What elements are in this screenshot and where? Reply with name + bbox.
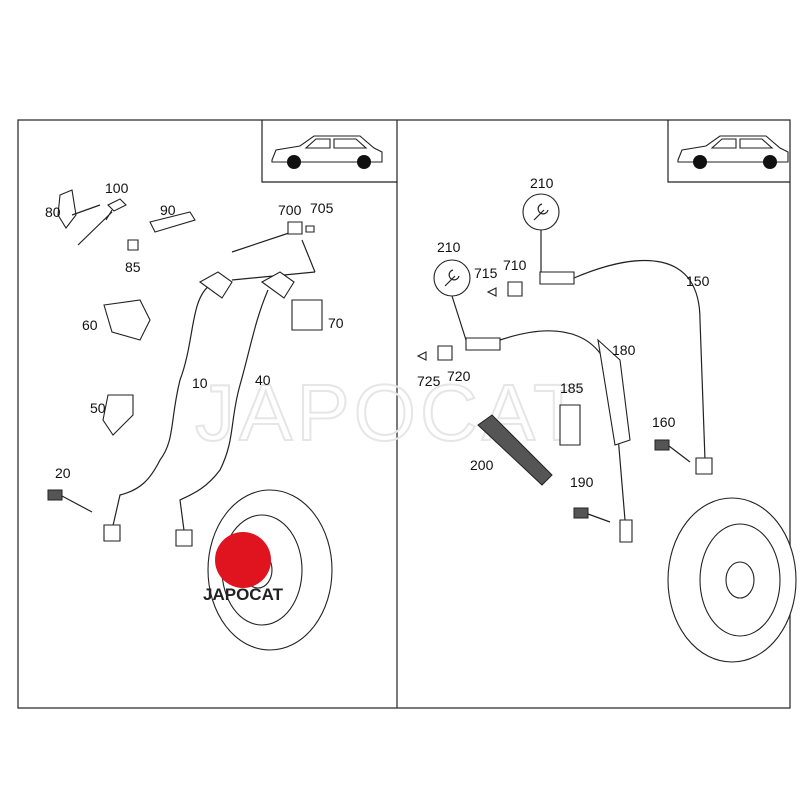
part-label: 160	[652, 414, 676, 430]
part-label: 40	[255, 372, 271, 388]
left-car-inset	[261, 120, 397, 183]
part-label: 80	[45, 204, 61, 220]
part-label: 90	[160, 202, 176, 218]
part-label: 700	[278, 202, 302, 218]
part-label: 210	[437, 239, 461, 255]
right-parts	[416, 193, 797, 663]
part-label: 85	[125, 259, 141, 275]
part-label: 180	[612, 342, 636, 358]
part-label: 710	[503, 257, 527, 273]
part-label: 200	[470, 457, 494, 473]
part-label: 190	[570, 474, 594, 490]
diagram-frame	[17, 119, 791, 709]
part-label: 100	[105, 180, 129, 196]
part-label: 60	[82, 317, 98, 333]
logo-text: JAPOCAT	[203, 585, 284, 604]
part-label: 10	[192, 375, 208, 391]
car-icon	[677, 135, 789, 169]
part-label: 725	[417, 373, 441, 389]
part-label: 150	[686, 273, 710, 289]
car-icon	[271, 135, 383, 169]
wrench-icon	[522, 193, 560, 231]
part-label: 185	[560, 380, 584, 396]
wrench-icon	[433, 259, 471, 297]
part-label: 720	[447, 368, 471, 384]
part-label: 20	[55, 465, 71, 481]
part-label: 210	[530, 175, 554, 191]
part-label: 705	[310, 200, 334, 216]
watermark-text: JAPOCAT	[195, 368, 586, 457]
right-car-inset	[667, 120, 790, 183]
part-label: 715	[474, 265, 498, 281]
part-label: 50	[90, 400, 106, 416]
part-label: 70	[328, 315, 344, 331]
japocat-logo: JAPOCAT	[203, 532, 284, 604]
